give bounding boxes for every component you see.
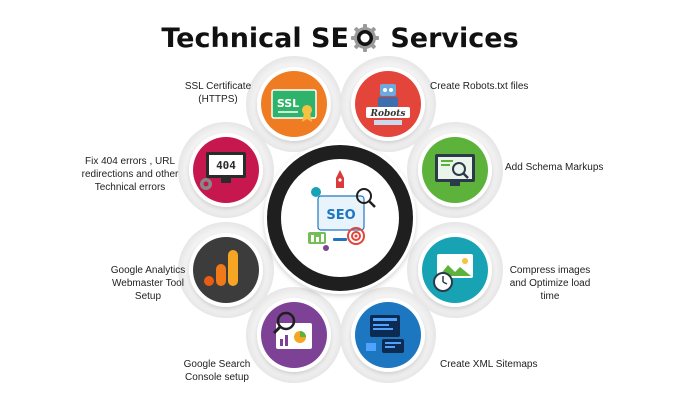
service-node-sitemap <box>351 298 425 372</box>
label-console: Google Search Console setup <box>183 359 251 383</box>
service-node-analytics <box>189 233 263 307</box>
error-badge-text: 404 <box>216 159 236 172</box>
analytics-bars-icon <box>204 250 238 286</box>
label-robots: Create Robots.txt files <box>430 81 529 92</box>
center-hub: SEO <box>264 142 416 294</box>
page-title: Technical SE Services <box>0 18 680 58</box>
label-ssl: SSL Certificate (HTTPS) <box>184 81 252 105</box>
gear-icon <box>350 24 379 52</box>
ssl-certificate-icon: SSL <box>271 89 317 122</box>
service-node-robots: Robots <box>351 67 425 141</box>
service-node-console <box>257 298 331 372</box>
label-errors: Fix 404 errors , URL redirections and ot… <box>81 156 179 193</box>
title-part-1: Technical SE <box>161 22 349 54</box>
robot-icon: Robots <box>366 84 410 125</box>
label-schema: Add Schema Markups <box>505 162 604 173</box>
ssl-badge-text: SSL <box>277 97 299 110</box>
image-stopwatch-icon <box>433 254 473 292</box>
service-node-schema <box>418 133 492 207</box>
label-sitemap: Create XML Sitemaps <box>440 359 538 370</box>
service-node-images <box>418 233 492 307</box>
seo-collage-icon: SEO <box>308 170 376 251</box>
service-node-errors: 404 <box>189 133 263 207</box>
title-part-2: Services <box>380 22 519 54</box>
error-404-icon: 404 <box>200 152 246 190</box>
sitemap-icon <box>366 315 404 353</box>
service-node-ssl: SSL <box>257 67 331 141</box>
schema-monitor-icon <box>435 154 475 186</box>
label-analytics: Google Analytics Webmaster Tool Setup <box>110 265 186 302</box>
robots-badge-text: Robots <box>369 109 405 119</box>
label-images: Compress images and Optimize load time <box>509 265 591 302</box>
center-seo-label: SEO <box>326 208 355 223</box>
search-console-icon <box>272 311 312 349</box>
